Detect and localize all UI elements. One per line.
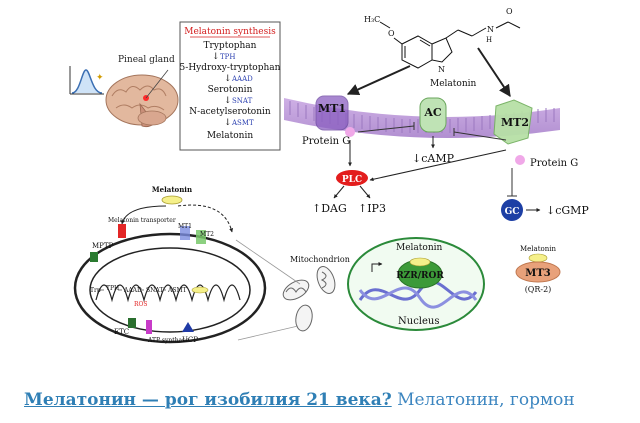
plc-label: PLC xyxy=(342,175,362,185)
synthesis-title: Melatonin synthesis xyxy=(184,27,276,37)
circadian-graph-icon: ✦ xyxy=(69,66,104,95)
pineal-gland-panel: ✦ Pineal gland xyxy=(69,55,179,128)
mptp-label: MPTP xyxy=(92,242,114,250)
article-snippet: Мелатонин, гормон xyxy=(391,390,575,410)
ac-label: AC xyxy=(423,106,442,119)
mt3-label: MT3 xyxy=(525,268,551,279)
chain-trp: Trp xyxy=(90,287,101,294)
cell-detail: Melatonin Melatonin transporter MT1 MT2 … xyxy=(73,185,267,344)
atom-h: H xyxy=(486,36,492,44)
arrow-plc-to-dag xyxy=(333,185,345,199)
nucleus-label: Nucleus xyxy=(398,316,439,327)
enzyme-arrow-tph: ↓ xyxy=(212,52,220,62)
enzyme-arrow-aaad: ↓ xyxy=(224,74,232,84)
pineal-gland-label: Pineal gland xyxy=(118,55,175,65)
mitochondria-cluster xyxy=(282,266,336,332)
mt3-sub-label: (QR-2) xyxy=(525,285,552,294)
melatonin-transporter-label: Melatonin transporter xyxy=(108,217,176,224)
enzyme-arrow-snat: ↓ xyxy=(224,96,232,106)
inhibition-lines xyxy=(357,122,507,141)
synthesis-enzyme-asmt: ASMT xyxy=(231,119,254,127)
protein-g-right-label: Protein G xyxy=(530,158,578,169)
gc-enzyme: GC xyxy=(501,199,523,221)
arrow-to-mt1 xyxy=(346,65,411,96)
mt3-receptor: Melatonin MT3 (QR-2) xyxy=(515,245,561,294)
mt3-melatonin-label: Melatonin xyxy=(520,245,556,253)
chain-asmt: ASMT xyxy=(167,287,187,294)
article-title-link[interactable]: Мелатонин — рог изобилия 21 века? xyxy=(24,390,392,410)
cell-melatonin-label: Melatonin xyxy=(152,185,192,194)
chain-snat: SNAT xyxy=(146,287,163,294)
atom-nh: N xyxy=(438,65,445,74)
melatonin-structure: H₃C O N H N O xyxy=(364,7,521,74)
synthesis-step-tryptophan: Tryptophan xyxy=(204,41,257,51)
ros-label: ROS xyxy=(134,301,148,308)
cell-mt2-label: MT2 xyxy=(200,231,214,238)
svg-text:✦: ✦ xyxy=(96,73,104,83)
rzr-ror-label: RZR/ROR xyxy=(396,271,444,281)
truncated-next-line xyxy=(24,416,604,423)
arrow-plc-to-ip3 xyxy=(359,185,371,199)
zoom-lines xyxy=(235,239,301,341)
synthesis-step-5htp: 5-Hydroxy-tryptophan xyxy=(180,63,281,73)
synthesis-enzyme-snat: SNAT xyxy=(232,97,253,105)
ucp-label: UCP xyxy=(182,336,198,344)
atom-o2: O xyxy=(506,7,513,16)
synthesis-step-n-acetylserotonin: N-acetylserotonin xyxy=(189,107,271,117)
protein-g-left-icon xyxy=(345,127,355,137)
mt2-label: MT2 xyxy=(501,116,529,129)
atom-n: N xyxy=(487,25,494,34)
atp-synthase-label: ATP synthase xyxy=(147,337,189,344)
synthesis-step-melatonin: Melatonin xyxy=(207,131,253,141)
protein-g-right-icon xyxy=(515,155,525,165)
atom-o1: O xyxy=(388,29,395,38)
mt1-label: MT1 xyxy=(318,102,346,115)
brain-illustration xyxy=(105,69,179,128)
synthesis-enzyme-tph: TPH xyxy=(220,53,235,61)
plc-enzyme: PLC xyxy=(336,170,368,186)
article-caption[interactable]: Мелатонин — рог изобилия 21 века? Мелато… xyxy=(24,390,624,420)
protein-g-left-label: Protein G xyxy=(302,136,350,147)
gc-label: GC xyxy=(505,207,520,217)
atom-methoxy: H₃C xyxy=(364,15,380,24)
dag-label: ↑DAG xyxy=(312,202,347,215)
arrow-mt2-to-plc xyxy=(369,149,507,182)
nucleus-melatonin-label: Melatonin xyxy=(396,243,442,253)
synthesis-enzyme-aaad: AAAD xyxy=(231,75,253,83)
chain-tph: TPH xyxy=(106,285,119,292)
mt1-receptor: MT1 xyxy=(315,95,349,131)
cgmp-label: ↓cGMP xyxy=(546,204,589,217)
ip3-label: ↑IP3 xyxy=(358,202,386,215)
chain-aaad: AAAD xyxy=(123,287,142,294)
camp-label: ↓cAMP xyxy=(412,152,455,165)
cell-mt1-label: MT1 xyxy=(178,223,192,230)
enzyme-arrow-asmt: ↓ xyxy=(224,118,232,128)
synthesis-step-serotonin: Serotonin xyxy=(208,85,253,95)
mitochondrial-synthesis-chain: Trp TPH AAAD SNAT ASMT xyxy=(90,285,209,294)
mt2-receptor: MT2 xyxy=(493,99,533,145)
arrow-to-mt2 xyxy=(477,47,511,97)
ac-enzyme: AC xyxy=(419,97,447,133)
melatonin-top-label: Melatonin xyxy=(430,79,476,89)
etc-label: ETC xyxy=(114,328,129,336)
synthesis-box: Melatonin synthesis Tryptophan ↓ TPH 5-H… xyxy=(179,21,281,151)
nucleus: Melatonin RZR/ROR Nucleus xyxy=(347,237,485,331)
mitochondrion-label: Mitochondrion xyxy=(290,255,350,264)
